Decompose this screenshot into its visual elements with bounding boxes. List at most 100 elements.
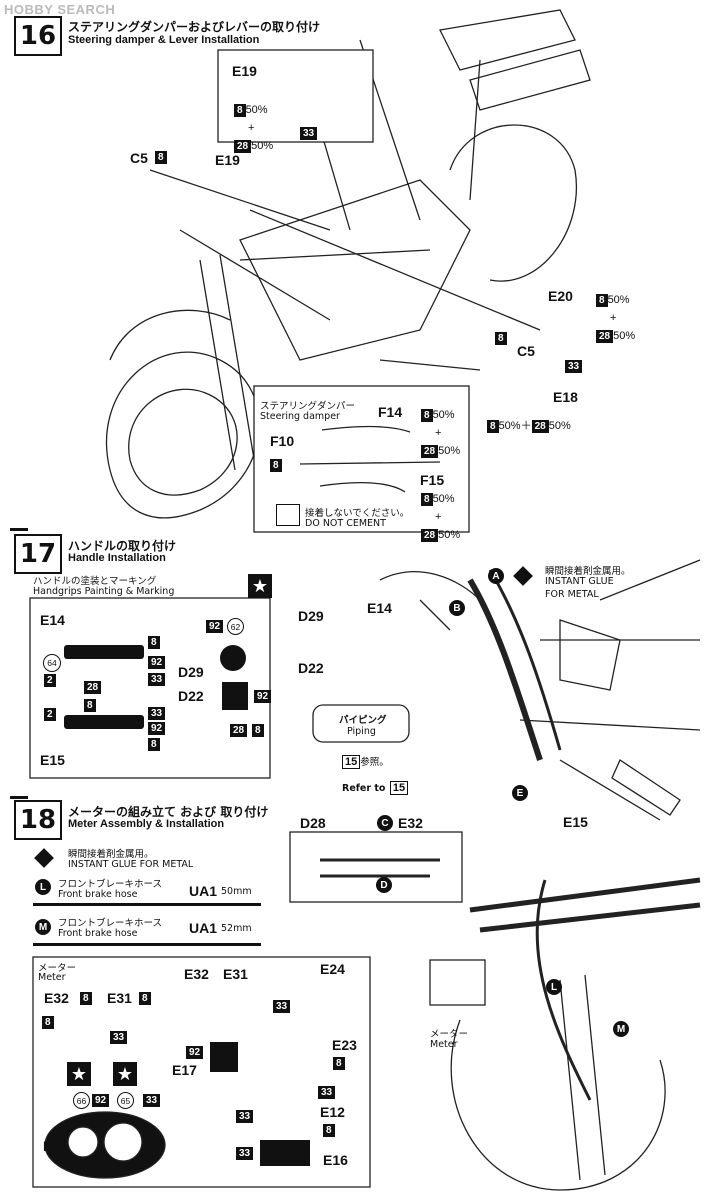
paint-code: 92	[186, 1046, 204, 1059]
paint-code: 8	[84, 699, 96, 712]
no-cement-icon	[276, 504, 300, 526]
paint-code: 28	[596, 330, 614, 343]
paint-ratio: 50%	[432, 493, 455, 505]
part-label-f10: F10	[270, 433, 295, 449]
paint-code: 33	[318, 1086, 336, 1099]
meter-jp: メーター	[430, 1029, 469, 1040]
paint-code: 92	[254, 690, 272, 703]
step-17-title-en: Handle Installation	[68, 552, 166, 564]
paint-plus: +	[248, 122, 255, 134]
part-label-d22: D22	[298, 660, 324, 676]
fender	[109, 309, 231, 361]
ref-text: 参照。	[360, 757, 389, 768]
grips-title-jp: ハンドルの塗装とマーキング	[33, 576, 157, 587]
paint-code: 28	[421, 529, 439, 542]
paint-code: 8	[80, 992, 92, 1005]
hose-m-jp: フロントブレーキホース	[58, 918, 163, 929]
hose-m-badge: M	[35, 919, 51, 935]
glue-jp: 瞬間接着剤金属用。	[545, 566, 631, 577]
paint-ratio: 50%	[548, 420, 571, 432]
part-label-e14: E14	[367, 600, 392, 616]
paint-code: 33	[148, 673, 166, 686]
star-marking-icon: ★	[248, 574, 272, 598]
hose-l-badge: L	[35, 879, 51, 895]
piping-en: Piping	[347, 726, 376, 737]
paint-ratio: 50%	[438, 529, 461, 541]
paint-code: 33	[273, 1000, 291, 1013]
part-label-e31-meter: E31	[107, 990, 132, 1006]
glue-en-2: FOR METAL	[545, 589, 599, 600]
rear-wheel	[449, 124, 577, 282]
hose-m-en: Front brake hose	[58, 928, 138, 939]
part-label-e19-left: E19	[215, 152, 240, 168]
paint-plus: +	[435, 427, 442, 439]
glue-jp: 瞬間接着剤金属用。	[68, 849, 154, 860]
ref-step: 15	[389, 781, 409, 795]
paint-code: 8	[252, 724, 264, 737]
paint-code: 8	[234, 104, 246, 117]
callout-c: C	[377, 815, 393, 831]
callout-e: E	[512, 785, 528, 801]
part-label-e32-meter: E32	[44, 990, 69, 1006]
paint-code: 2	[44, 708, 56, 721]
hose-l-length: 50mm	[221, 886, 252, 897]
callout-a: A	[488, 568, 504, 584]
paint-code: 8	[421, 493, 433, 506]
no-cement-en: DO NOT CEMENT	[305, 518, 386, 529]
part-label-d22-box: D22	[178, 688, 204, 704]
decal-66: 66	[73, 1092, 90, 1109]
paint-ratio: 50%	[432, 409, 455, 421]
paint-code: 33	[236, 1110, 254, 1123]
step-17-number: 17	[14, 534, 62, 574]
paint-code: 28	[531, 420, 549, 433]
piping-jp: パイピング	[339, 715, 387, 726]
paint-code: 2	[44, 674, 56, 687]
e17-part	[210, 1042, 238, 1072]
part-label-e20: E20	[548, 288, 573, 304]
no-cement-jp: 接着しないでください。	[305, 508, 410, 519]
decal-64: 64	[43, 654, 61, 672]
step-18-title-jp: メーターの組み立て および 取り付け	[68, 805, 269, 819]
paint-code: 28	[421, 445, 439, 458]
part-label-c5-right: C5	[517, 343, 535, 359]
refer-en: Refer to 15	[342, 778, 409, 796]
meter-box-en: Meter	[38, 972, 66, 983]
star-marking-icon: ★	[67, 1062, 91, 1086]
ref-text: Refer to	[342, 783, 386, 794]
callout-l: L	[546, 979, 562, 995]
paint-code: 92	[148, 656, 166, 669]
step-16-title-en: Steering damper & Lever Installation	[68, 34, 260, 46]
paint-code: 8	[596, 294, 608, 307]
mufflers	[439, 9, 591, 111]
part-label-e15-box: E15	[40, 752, 65, 768]
front-fork	[199, 254, 256, 471]
step-17-title-jp: ハンドルの取り付け	[68, 539, 177, 553]
paint-code: 33	[565, 360, 583, 373]
part-label-d29-box: D29	[178, 664, 204, 680]
grips-title-en: Handgrips Painting & Marking	[33, 586, 175, 597]
meter-bike	[450, 1019, 666, 1191]
paint-code: 33	[110, 1031, 128, 1044]
paint-plus: +	[435, 511, 442, 523]
ref-step: 15	[342, 755, 361, 769]
paint-code: 33	[143, 1094, 161, 1107]
handlebar-hose	[467, 578, 543, 761]
paint-code: 28	[234, 140, 252, 153]
paint-code: 28	[230, 724, 248, 737]
hose-m-part: UA1	[189, 920, 218, 936]
paint-code: 92	[92, 1094, 110, 1107]
e16-part	[260, 1140, 310, 1166]
part-label-e24-face: E24	[43, 1138, 68, 1154]
hose-l-line	[33, 903, 261, 906]
paint-code: 33	[300, 127, 318, 140]
step-18-title-en: Meter Assembly & Installation	[68, 818, 225, 830]
hose-m-length: 52mm	[221, 923, 252, 934]
decal-62: 62	[227, 618, 244, 635]
watermark: HOBBY SEARCH	[4, 2, 116, 17]
callout-d: D	[376, 877, 392, 893]
step-16-title-jp: ステアリングダンパーおよびレバーの取り付け	[68, 20, 321, 34]
part-label-e23: E23	[332, 1037, 357, 1053]
